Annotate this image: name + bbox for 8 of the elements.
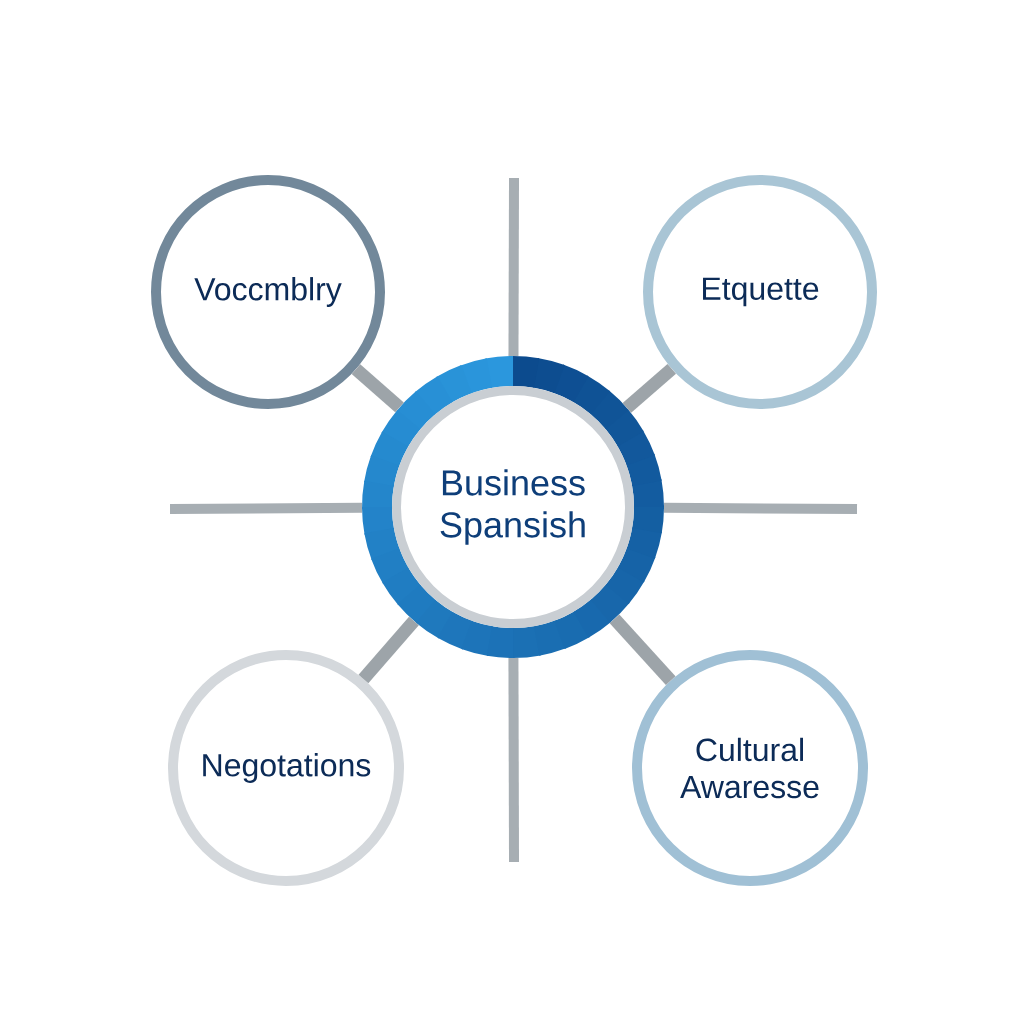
spoke-line bbox=[169, 502, 363, 514]
connector-line bbox=[358, 616, 419, 684]
spoke-line bbox=[508, 177, 519, 356]
connector-line bbox=[609, 614, 676, 685]
spoke-line bbox=[663, 502, 858, 514]
connector-line bbox=[622, 363, 677, 413]
connector-line bbox=[351, 364, 404, 413]
spoke-line bbox=[508, 657, 519, 862]
